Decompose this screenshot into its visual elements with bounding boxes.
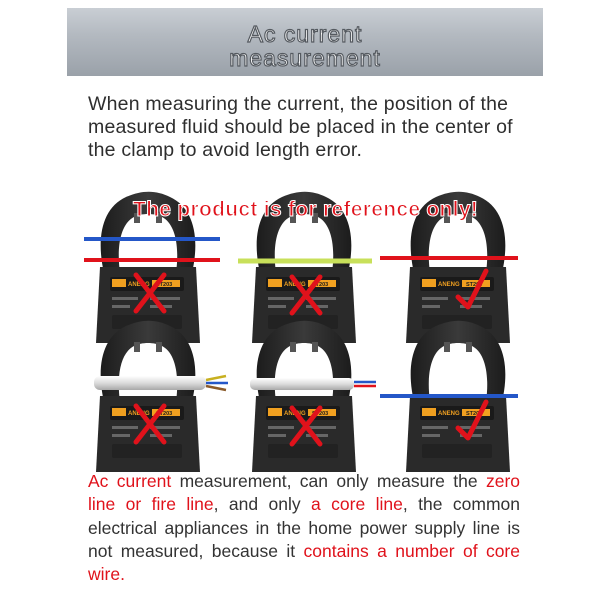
title-banner: Ac current measurement [67, 8, 543, 76]
panel-1 [84, 191, 220, 343]
footer-highlight: a core line [311, 494, 403, 515]
multi-core-cable [94, 376, 206, 390]
intro-paragraph: When measuring the current, the position… [88, 93, 513, 161]
footer-text: measurement, can only measure the [171, 471, 486, 491]
page-title-line1: Ac current [247, 20, 363, 47]
panel-5 [250, 320, 376, 472]
footer-highlight: zero line or fire line [88, 471, 521, 515]
panel-4 [94, 320, 228, 472]
panel-3 [380, 191, 518, 343]
footer-text: , the common electrical appliances in th… [88, 494, 520, 561]
panel-2 [238, 191, 372, 343]
panel-6 [380, 320, 518, 472]
footer-text: , and only [213, 494, 312, 515]
two-core-cable [250, 378, 354, 390]
footer-highlight: Ac current [88, 471, 172, 491]
page-title-line2: measurement [229, 44, 381, 71]
footer-highlight: contains a number of core wire. [88, 540, 520, 585]
footer-paragraph: Ac current measurement, can only measure… [88, 470, 520, 586]
reference-watermark: The product is for reference only! [132, 198, 479, 222]
